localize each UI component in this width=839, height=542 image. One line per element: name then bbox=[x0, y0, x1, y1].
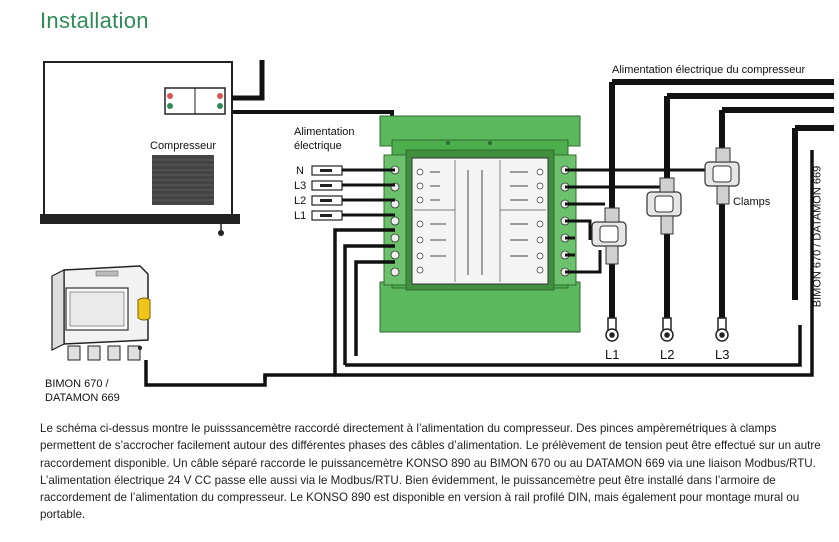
compressor-unit bbox=[40, 61, 240, 236]
phase-l3-label: L3 bbox=[294, 180, 307, 192]
description-paragraph: Le schéma ci-dessus montre le puisssance… bbox=[40, 422, 821, 522]
bimon-label-line1: BIMON 670 / bbox=[45, 378, 109, 390]
lug-l2-label: L2 bbox=[660, 347, 675, 362]
clamps-label: Clamps bbox=[733, 196, 771, 208]
voltage-terminals bbox=[311, 165, 343, 221]
compressor-supply-label: Alimentation électrique du compresseur bbox=[612, 64, 806, 76]
phase-l2-label: L2 bbox=[294, 195, 307, 207]
lug-l3-label: L3 bbox=[715, 347, 730, 362]
phase-n-label: N bbox=[296, 165, 304, 177]
power-supply-label-line1: Alimentation bbox=[294, 126, 355, 138]
bimon-vertical-label: BIMON 670 / DATAMON 669 bbox=[811, 165, 824, 308]
page-title: Installation bbox=[40, 8, 149, 33]
power-supply-label-line2: électrique bbox=[294, 140, 342, 152]
bimon-label-line2: DATAMON 669 bbox=[45, 392, 120, 404]
lug-l1-label: L1 bbox=[605, 347, 620, 362]
current-clamps bbox=[591, 147, 740, 265]
compressor-label: Compresseur bbox=[150, 140, 217, 152]
cable-lugs bbox=[605, 317, 729, 342]
installation-diagram bbox=[40, 60, 834, 387]
power-meter bbox=[379, 115, 581, 333]
voltage-wires bbox=[342, 168, 395, 217]
bimon-device bbox=[51, 265, 151, 361]
phase-l1-label: L1 bbox=[294, 210, 307, 222]
compressor-supply-cables bbox=[612, 79, 834, 131]
